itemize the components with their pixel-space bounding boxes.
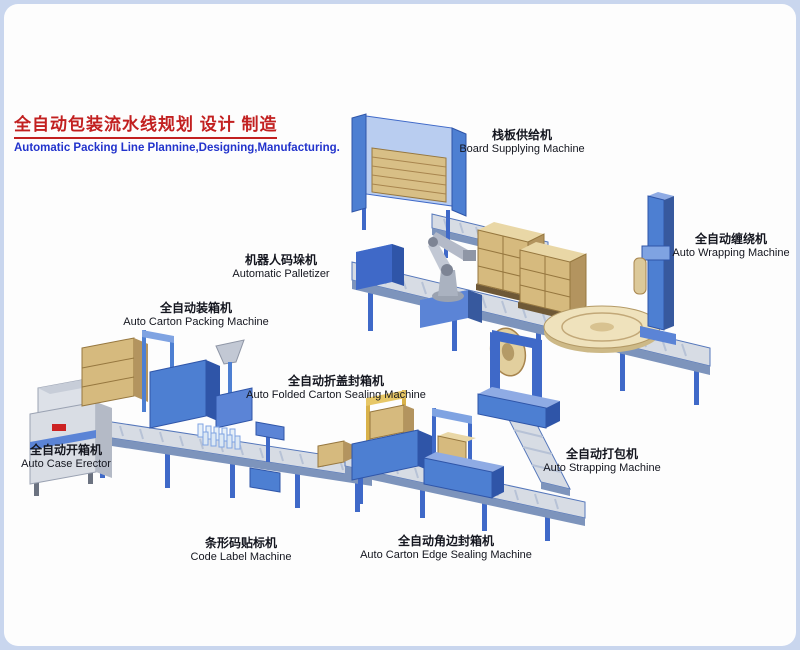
label-en: Auto Carton Packing Machine xyxy=(123,316,269,328)
label-cn: 机器人码垛机 xyxy=(244,253,317,267)
label-auto-wrapping-machine: 全自动缠绕机 Auto Wrapping Machine xyxy=(672,232,789,261)
label-cn: 全自动角边封箱机 xyxy=(397,534,494,548)
label-en: Auto Case Erector xyxy=(21,458,111,470)
automatic-palletizer-graphic xyxy=(356,232,482,328)
auto-folded-carton-sealing-machine-graphic xyxy=(351,390,432,481)
label-en: Automatic Palletizer xyxy=(232,268,330,280)
label-cn: 条形码贴标机 xyxy=(204,536,277,550)
label-code-label-machine: 条形码贴标机 Code Label Machine xyxy=(191,536,292,565)
label-en: Auto Strapping Machine xyxy=(543,462,661,474)
label-auto-carton-packing-machine: 全自动装箱机 Auto Carton Packing Machine xyxy=(123,301,269,330)
page-title-block: 全自动包装流水线规划 设计 制造 Automatic Packing Line … xyxy=(14,110,340,154)
label-automatic-palletizer: 机器人码垛机 Automatic Palletizer xyxy=(232,253,329,282)
page-title: 全自动包装流水线规划 设计 制造 xyxy=(14,110,278,139)
label-en: Auto Wrapping Machine xyxy=(672,247,790,259)
page-subtitle: Automatic Packing Line Plannine,Designin… xyxy=(14,142,340,154)
auto-wrapping-machine-graphic xyxy=(543,192,676,353)
label-cn: 全自动缠绕机 xyxy=(694,232,768,246)
label-en: Board Supplying Machine xyxy=(459,143,585,155)
label-auto-case-erector: 全自动开箱机 Auto Case Erector xyxy=(21,443,111,472)
carton-graphic xyxy=(317,440,353,468)
label-en: Auto Folded Carton Sealing Machine xyxy=(246,389,426,401)
auto-carton-packing-machine-graphic xyxy=(81,330,253,429)
board-supplying-machine-graphic xyxy=(351,113,467,240)
code-label-machine-graphic xyxy=(249,421,285,493)
label-cn: 全自动开箱机 xyxy=(29,443,102,457)
label-cn: 全自动折盖封箱机 xyxy=(287,374,384,388)
label-auto-strapping-machine: 全自动打包机 Auto Strapping Machine xyxy=(543,447,660,476)
auto-strapping-machine-graphic xyxy=(477,327,560,429)
label-cn: 全自动打包机 xyxy=(565,447,639,461)
label-auto-carton-edge-sealing-machine: 全自动角边封箱机 Auto Carton Edge Sealing Machin… xyxy=(360,534,532,563)
label-cn: 全自动装箱机 xyxy=(159,301,232,315)
label-board-supplying-machine: 栈板供给机 Board Supplying Machine xyxy=(459,128,584,157)
auto-carton-edge-sealing-machine-graphic xyxy=(423,408,504,499)
label-auto-folded-carton-sealing-machine: 全自动折盖封箱机 Auto Folded Carton Sealing Mach… xyxy=(246,374,426,403)
label-en: Auto Carton Edge Sealing Machine xyxy=(360,549,532,561)
label-en: Code Label Machine xyxy=(190,551,292,563)
bottle-group-graphic xyxy=(197,423,241,450)
auto-case-erector-graphic xyxy=(29,377,112,496)
label-cn: 栈板供给机 xyxy=(491,128,553,142)
